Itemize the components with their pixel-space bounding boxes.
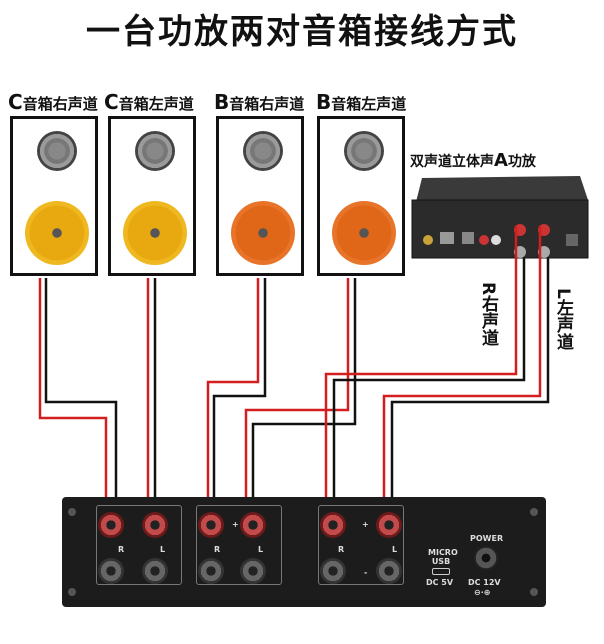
dc-jack-icon bbox=[566, 234, 578, 246]
screw-icon bbox=[530, 588, 538, 596]
terminal-group-b bbox=[196, 505, 282, 585]
wire-amp-right bbox=[324, 226, 526, 570]
speaker-switcher-rear-panel bbox=[62, 497, 546, 607]
tweeter-icon bbox=[243, 131, 283, 171]
panel-r-label: R bbox=[214, 545, 221, 554]
terminal-b-l-plus bbox=[240, 512, 266, 538]
panel-r-label: R bbox=[118, 545, 125, 554]
panel-l-label: L bbox=[258, 545, 264, 554]
speaker-b-right bbox=[216, 116, 304, 276]
speaker-c-right bbox=[10, 116, 98, 276]
dc5v-label: DC 5V bbox=[426, 578, 454, 587]
terminal-a-l-minus bbox=[376, 558, 402, 584]
screw-icon bbox=[68, 508, 76, 516]
speaker-c-left bbox=[108, 116, 196, 276]
screw-icon bbox=[530, 508, 538, 516]
panel-plus-label: + bbox=[362, 520, 369, 529]
power-label: POWER bbox=[470, 534, 504, 543]
terminal-b-r-minus bbox=[198, 558, 224, 584]
panel-l-label: L bbox=[392, 545, 398, 554]
amplifier-unit bbox=[411, 176, 589, 259]
dc12v-label: DC 12V bbox=[468, 578, 501, 587]
speaker-label-c-left: C音箱左声道 bbox=[104, 90, 194, 114]
left-channel-label: L左声道 bbox=[553, 288, 573, 350]
amp-jack-icon bbox=[423, 235, 433, 245]
terminal-c-r-minus bbox=[98, 558, 124, 584]
terminal-c-r-plus bbox=[98, 512, 124, 538]
panel-minus-label: - bbox=[364, 568, 368, 577]
terminal-b-l-minus bbox=[240, 558, 266, 584]
woofer-icon bbox=[123, 201, 187, 265]
tweeter-icon bbox=[37, 131, 77, 171]
tweeter-icon bbox=[135, 131, 175, 171]
terminal-a-r-plus bbox=[320, 512, 346, 538]
terminal-a-r-minus bbox=[320, 558, 346, 584]
diagram-title: 一台功放两对音箱接线方式 bbox=[86, 12, 518, 52]
woofer-icon bbox=[25, 201, 89, 265]
terminal-c-l-minus bbox=[142, 558, 168, 584]
wire-amp-left bbox=[382, 226, 550, 570]
terminal-b-r-plus bbox=[198, 512, 224, 538]
terminal-group-c bbox=[96, 505, 182, 585]
speaker-label-b-left: B音箱左声道 bbox=[316, 90, 407, 114]
usb-port-icon bbox=[440, 232, 454, 244]
micro-usb-label: MICRO USB bbox=[428, 548, 458, 566]
wire-c-right bbox=[38, 278, 118, 570]
terminal-c-l-plus bbox=[142, 512, 168, 538]
amplifier-label: 双声道立体声A功放 bbox=[410, 150, 536, 171]
usb-port-icon bbox=[462, 232, 474, 244]
speaker-label-b-right: B音箱右声道 bbox=[214, 90, 305, 114]
tweeter-icon bbox=[344, 131, 384, 171]
speaker-label-c-right: C音箱右声道 bbox=[8, 90, 98, 114]
rca-red-icon bbox=[479, 235, 489, 245]
panel-l-label: L bbox=[160, 545, 166, 554]
micro-usb-port-icon bbox=[432, 568, 450, 575]
woofer-icon bbox=[332, 201, 396, 265]
panel-r-label: R bbox=[338, 545, 345, 554]
terminal-a-l-plus bbox=[376, 512, 402, 538]
polarity-symbol-icon: ⊖·⊕ bbox=[474, 588, 491, 597]
woofer-icon bbox=[231, 201, 295, 265]
wire-b-right bbox=[206, 278, 267, 570]
right-channel-label: R右声道 bbox=[478, 282, 498, 347]
screw-icon bbox=[68, 588, 76, 596]
speaker-b-left bbox=[317, 116, 405, 276]
rca-white-icon bbox=[491, 235, 501, 245]
power-jack-icon bbox=[474, 546, 498, 570]
terminal-group-a bbox=[318, 505, 404, 585]
panel-plus-label: + bbox=[232, 520, 239, 529]
